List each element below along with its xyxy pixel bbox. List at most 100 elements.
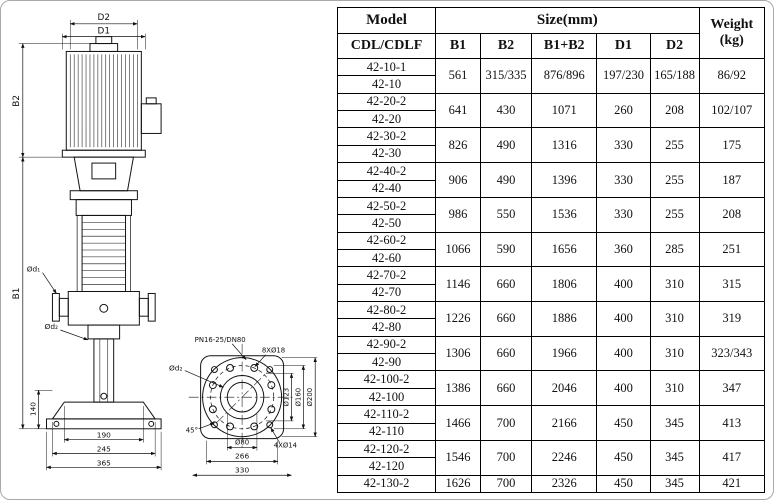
d1-cell: 330 [596,196,651,233]
d2-cell: 345 [649,439,700,476]
b1b2-cell: 1536 [531,196,598,233]
header-col-b1b2: B1+B2 [531,33,598,59]
header-row-1: Model Size(mm) Weight (kg) [336,7,766,59]
leader-flange-spec [231,343,247,361]
table-row: 42-110 [336,422,765,441]
pump-body [67,290,140,326]
coupling-window [91,162,117,180]
header-weight-line2: (kg) [719,33,744,48]
bolt-holes [208,363,276,431]
b1-cell: 1466 [435,405,481,441]
b2-cell: 430 [479,92,533,129]
d2-cell: 285 [649,231,700,268]
b1b2-cell: 2166 [531,405,598,441]
table-row: 42-80 [336,318,765,337]
header-row-2: CDL/CDLF B1 B2 B1+B2 D1 D2 [336,33,765,59]
head-flange [69,190,138,201]
dim-label-190: 190 [97,431,111,440]
dim-label-140: 140 [29,402,38,416]
drawing-labels: D2 D1 B2 B1 140 190 245 365 Ød₁ Ød₂ PN16… [12,13,314,474]
b1b2-cell: 1886 [531,301,598,337]
foot-hole-left [53,420,60,427]
d2-cell: 165/188 [649,58,700,94]
b1-cell: 1386 [435,370,481,407]
d1-cell: 450 [596,405,651,441]
b1b2-cell: 1966 [531,335,598,372]
dim-label-dia200: Ø200 [306,388,314,407]
weight-cell: 208 [698,196,766,233]
flange-detail-view [188,343,296,451]
model-cell: 42-110 [336,422,437,441]
weight-cell: 175 [698,127,766,164]
b2-cell: 700 [479,405,533,441]
weight-cell: 417 [698,439,766,476]
model-cell: 42-100 [336,387,437,407]
tie-rods [76,215,131,292]
b1-cell: 641 [435,92,481,129]
b2-cell: 550 [479,196,533,233]
header-weight: Weight (kg) [698,7,766,59]
stage-lines [82,222,126,285]
b2-cell: 490 [479,127,533,164]
b2-cell: 590 [479,231,533,268]
table-row: 42-60 [336,248,765,268]
pump-technical-drawing: D2 D1 B2 B1 140 190 245 365 Ød₁ Ød₂ PN16… [3,7,335,493]
leader-bolts4 [270,427,280,443]
model-cell: 42-50-2 [336,196,437,216]
front-view-dimensions [18,19,162,471]
leader-port2 [60,329,89,341]
dim-label-b2: B2 [12,95,22,107]
pump-drawing-svg: D2 D1 B2 B1 140 190 245 365 Ød₁ Ød₂ PN16… [12,13,318,477]
d1-cell: 400 [596,301,651,337]
d2-cell: 255 [649,162,700,198]
label-port2: Ød₂ [45,322,59,331]
motor-base-flange [61,149,146,158]
b1b2-cell: 1071 [531,92,598,129]
support-column [93,338,115,403]
model-cell: 42-130-2 [336,474,437,494]
b1-cell: 1066 [435,231,481,268]
model-cell: 42-20-2 [336,92,437,112]
leader-port3 [184,370,224,388]
weight-cell: 323/343 [698,335,766,372]
terminal-box-cap [145,97,157,105]
d1-cell: 450 [596,439,651,476]
lower-chamber [87,324,121,340]
label-port3: Ød₂ [169,364,183,373]
d1-cell: 400 [596,370,651,407]
dimension-table: Model Size(mm) Weight (kg) CDL/CDLF B1 B… [336,7,766,494]
label-angle45: 45° [186,427,198,435]
b1b2-cell: 1806 [531,266,598,303]
pump-front-view [46,36,162,430]
label-bolts8: 8XØ18 [262,347,285,355]
model-cell: 42-30-2 [336,127,437,146]
base-pedestal [51,401,157,420]
d1-cell: 400 [596,335,651,372]
d2-cell: 310 [649,301,700,337]
model-cell: 42-20 [336,110,437,129]
label-port1: Ød₁ [27,265,41,274]
b1-cell: 1546 [435,439,481,476]
b1-cell: 1146 [435,266,481,303]
weight-cell: 251 [698,231,766,268]
d2-cell: 310 [649,370,700,407]
suction-flange [51,292,60,322]
discharge-flange [147,292,156,322]
dim-label-266: 266 [235,451,249,460]
motor-fins [69,54,138,148]
dim-label-365: 365 [97,458,111,467]
d1-cell: 330 [596,162,651,198]
model-cell: 42-40-2 [336,162,437,181]
model-cell: 42-60-2 [336,231,437,250]
model-cell: 42-90-2 [336,335,437,355]
header-size: Size(mm) [435,7,700,34]
b1b2-cell: 1656 [531,231,598,268]
b1b2-cell: 2246 [531,439,598,476]
